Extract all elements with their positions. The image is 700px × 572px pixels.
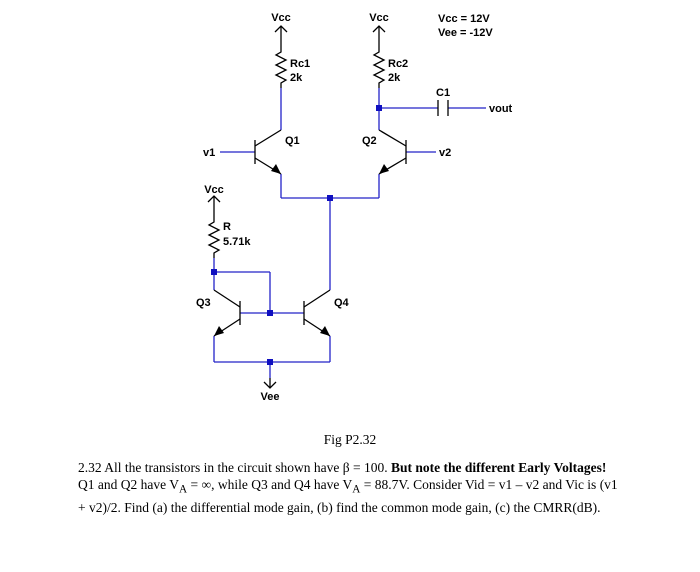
- v2-label: v2: [439, 147, 451, 159]
- problem-text-3: = ∞, while Q3 and Q4 have V: [187, 477, 353, 492]
- v1-label: v1: [203, 147, 215, 159]
- r-value-label: 5.71k: [223, 236, 251, 248]
- problem-subscript-1: A: [178, 483, 188, 496]
- rc2-name-label: Rc2: [388, 58, 408, 70]
- q2-label: Q2: [362, 135, 377, 147]
- capacitor-c1: [437, 100, 449, 116]
- problem-text-1: 2.32 All the transistors in the circuit …: [78, 460, 391, 475]
- q4-label: Q4: [334, 297, 350, 309]
- vcc-arrow-r: [207, 195, 221, 214]
- rc1-name-label: Rc1: [290, 58, 310, 70]
- problem-text-4: = 88.7V. Consider Vid = v1 – v2 and Vic …: [78, 477, 618, 515]
- resistor-rc1: [274, 46, 288, 88]
- problem-bold-warning: But note the different Early Voltages!: [390, 460, 607, 475]
- problem-statement: 2.32 All the transistors in the circuit …: [78, 459, 618, 516]
- rc2-value-label: 2k: [388, 72, 401, 84]
- vcc-label-r: Vcc: [204, 184, 224, 196]
- vee-label: Vee: [261, 391, 280, 403]
- r-name-label: R: [223, 221, 231, 233]
- q1-label: Q1: [285, 135, 300, 147]
- rc1-value-label: 2k: [290, 72, 303, 84]
- problem-text-2: Q1 and Q2 have V: [78, 477, 179, 492]
- problem-subscript-2: A: [352, 483, 361, 496]
- junction-nodes: [211, 105, 382, 365]
- transistor-q1: [254, 129, 282, 175]
- vcc-label-rc2: Vcc: [369, 12, 389, 24]
- vcc-arrow-rc2: [372, 25, 386, 46]
- vout-label: vout: [489, 103, 513, 115]
- figure-caption: Fig P2.32: [323, 432, 377, 447]
- transistor-q4: [303, 289, 331, 337]
- vee-arrow: [263, 378, 277, 389]
- transistor-q3: [213, 289, 241, 337]
- circuit-schematic: Vcc Vcc Vcc = 12V Vee = -12V Rc1 2k Rc2 …: [196, 12, 513, 403]
- transistor-q2: [378, 129, 407, 175]
- vcc-arrow-rc1: [274, 25, 288, 46]
- wires: [213, 88, 486, 378]
- resistor-r: [207, 214, 221, 258]
- q3-label: Q3: [196, 297, 211, 309]
- c1-label: C1: [436, 87, 450, 99]
- resistor-rc2: [372, 46, 386, 88]
- supply-vcc-label: Vcc = 12V: [438, 13, 490, 25]
- supply-vee-label: Vee = -12V: [438, 27, 493, 39]
- vcc-label-rc1: Vcc: [271, 12, 291, 24]
